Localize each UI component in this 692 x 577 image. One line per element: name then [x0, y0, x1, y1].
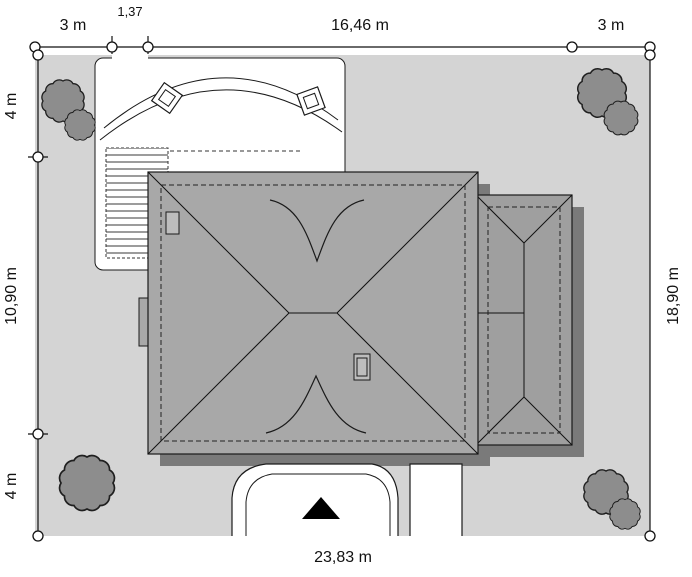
- wing-wall-outline: [487, 206, 561, 434]
- driveway-outline: [231, 463, 399, 536]
- dimension-tick-circle: [32, 530, 44, 542]
- dormer-bottom: [265, 374, 367, 434]
- dim-label-bottom: 23,83 m: [314, 549, 372, 566]
- chimney-left: [165, 211, 180, 235]
- main-roof: [138, 171, 479, 455]
- dim-label-top-left: 3 m: [60, 17, 87, 34]
- hip-line: [147, 312, 290, 455]
- dimension-tick-circle: [644, 530, 656, 542]
- dimension-tick-circle: [32, 151, 44, 163]
- tree-icon: [58, 454, 116, 512]
- hip-line: [475, 194, 525, 244]
- main-roof-hip-lines: [147, 171, 479, 455]
- dim-label-left-middle: 10,90 m: [3, 267, 20, 325]
- dim-label-top-gap: 1,37: [117, 4, 142, 19]
- hip-line: [475, 396, 525, 446]
- dimension-tick-circle: [32, 428, 44, 440]
- dim-label-top-center: 16,46 m: [331, 17, 389, 34]
- tree-icon: [609, 498, 641, 530]
- hip-line: [523, 194, 573, 244]
- tree-icon: [603, 100, 639, 136]
- walkway-outline: [409, 463, 463, 536]
- dimension-tick-circle: [32, 49, 44, 61]
- wing-roof: [475, 194, 573, 446]
- driveway-surface: [232, 464, 398, 536]
- driveway: [231, 463, 463, 536]
- chimney-right: [353, 353, 371, 381]
- dim-label-left-top: 4 m: [3, 93, 20, 120]
- dimension-tick-circle: [106, 41, 118, 53]
- hip-line: [147, 171, 290, 314]
- skylight-inner: [157, 88, 177, 108]
- dim-label-left-bottom: 4 m: [3, 473, 20, 500]
- dimension-tick-circle: [566, 41, 578, 53]
- chimney-right-inner: [356, 357, 368, 377]
- dimension-ticks: [29, 41, 656, 542]
- terrace-gate-gap: [112, 50, 148, 62]
- hip-line: [523, 396, 573, 446]
- dormer-top: [269, 199, 365, 263]
- dimension-tick-circle: [644, 49, 656, 61]
- skylight-left: [150, 81, 184, 115]
- walkway-surface: [410, 464, 462, 536]
- dimension-labels: 3 m 1,37 16,46 m 3 m 4 m 10,90 m 4 m 18,…: [3, 4, 682, 566]
- wing-roof-hip-lines: [475, 194, 573, 446]
- main-wall-outline: [160, 184, 466, 442]
- hip-line: [336, 171, 479, 314]
- tree-icon: [64, 109, 96, 141]
- dim-label-right: 18,90 m: [665, 267, 682, 325]
- skylight-inner: [302, 92, 320, 110]
- skylight-right: [296, 86, 326, 116]
- hip-line: [336, 312, 479, 455]
- entrance-arrow-icon: [302, 497, 340, 519]
- dim-label-top-right: 3 m: [598, 17, 625, 34]
- dimension-tick-circle: [142, 41, 154, 53]
- driveway-inner-line: [245, 473, 391, 536]
